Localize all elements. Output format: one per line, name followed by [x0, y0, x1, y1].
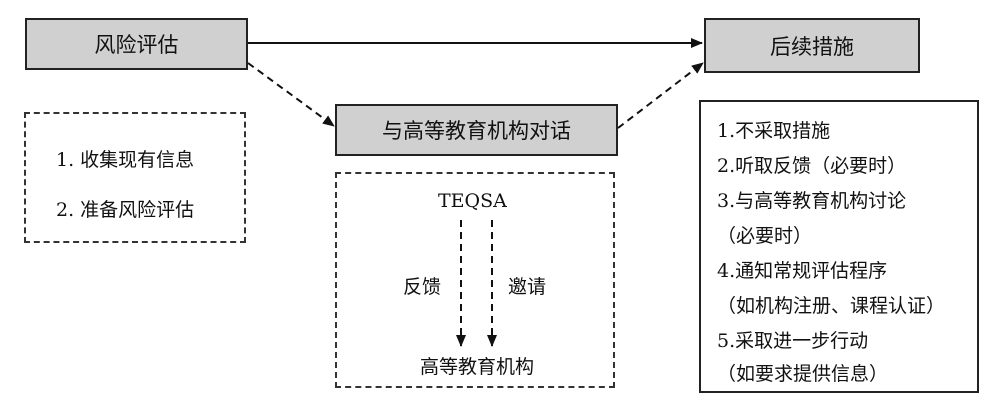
dialogue-box: 与高等教育机构对话	[335, 104, 618, 156]
arrow-dialogue-to-followup	[617, 62, 704, 129]
follow-up-box: 后续措施	[704, 18, 920, 73]
arrow-risk-to-dialogue	[247, 62, 335, 127]
dialogue-label: 与高等教育机构对话	[382, 119, 571, 143]
follow-up-label: 后续措施	[770, 34, 854, 59]
invite-label: 邀请	[508, 276, 547, 298]
follow-up-item-4-note: （如机构注册、课程认证）	[717, 295, 946, 317]
risk-assessment-box: 风险评估	[25, 18, 248, 70]
teqsa-label: TEQSA	[438, 190, 507, 212]
risk-step-2: 2. 准备风险评估	[56, 199, 195, 221]
risk-step-1: 1. 收集现有信息	[56, 149, 195, 171]
feedback-label: 反馈	[403, 276, 442, 298]
dialogue-detail-panel	[335, 172, 615, 388]
follow-up-item-5: 5.采取进一步行动	[717, 330, 869, 352]
follow-up-item-3: 3.与高等教育机构讨论	[717, 190, 907, 212]
institution-label: 高等教育机构	[420, 356, 535, 378]
follow-up-item-3-note: （必要时）	[717, 225, 813, 247]
follow-up-options-panel	[699, 100, 979, 393]
follow-up-item-2: 2.听取反馈（必要时）	[717, 155, 907, 177]
follow-up-item-1: 1.不采取措施	[717, 120, 831, 142]
risk-steps-panel	[24, 112, 246, 243]
follow-up-item-5-note: （如要求提供信息）	[717, 363, 889, 385]
risk-assessment-label: 风险评估	[94, 33, 179, 57]
follow-up-item-4: 4.通知常规评估程序	[717, 260, 888, 282]
